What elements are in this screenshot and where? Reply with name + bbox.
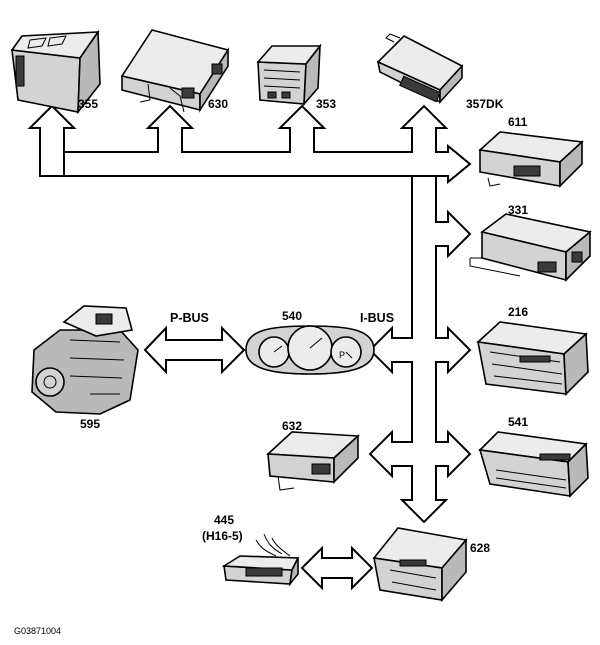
label-541: 541 — [508, 415, 528, 429]
label-611: 611 — [508, 115, 528, 129]
module-595 — [31, 305, 139, 415]
label-357dk: 357DK — [466, 97, 504, 111]
module-357dk — [376, 33, 464, 105]
module-353 — [256, 43, 322, 107]
label-216: 216 — [508, 305, 528, 319]
module-632 — [266, 431, 360, 491]
label-632: 632 — [282, 419, 302, 433]
label-331: 331 — [508, 203, 528, 217]
top-bus-arrow — [27, 104, 472, 185]
module-628 — [372, 527, 468, 603]
module-331 — [469, 213, 592, 282]
module-540: P — [245, 325, 375, 375]
p-bus-arrow — [143, 325, 246, 375]
module-216 — [476, 321, 589, 396]
obd-link-arrow — [300, 545, 374, 591]
module-611 — [478, 131, 584, 188]
i-bus-trunk — [368, 175, 472, 524]
figure-id: G03871004 — [14, 626, 61, 636]
label-540: 540 — [282, 309, 302, 323]
label-353: 353 — [316, 97, 336, 111]
p-bus-label: P-BUS — [170, 311, 209, 325]
svg-text:P: P — [339, 350, 345, 360]
arrow-to-355 — [27, 104, 77, 177]
module-445 — [221, 533, 300, 587]
module-630 — [120, 29, 230, 113]
label-445: 445 — [214, 513, 234, 527]
label-628: 628 — [470, 541, 490, 555]
label-445-sub: (H16-5) — [202, 529, 243, 543]
bus-network-arrows — [27, 104, 472, 591]
label-630: 630 — [208, 97, 228, 111]
label-595: 595 — [80, 417, 100, 431]
module-541 — [478, 431, 589, 498]
module-355 — [10, 29, 101, 115]
label-355: 355 — [78, 97, 98, 111]
i-bus-label: I-BUS — [360, 311, 394, 325]
